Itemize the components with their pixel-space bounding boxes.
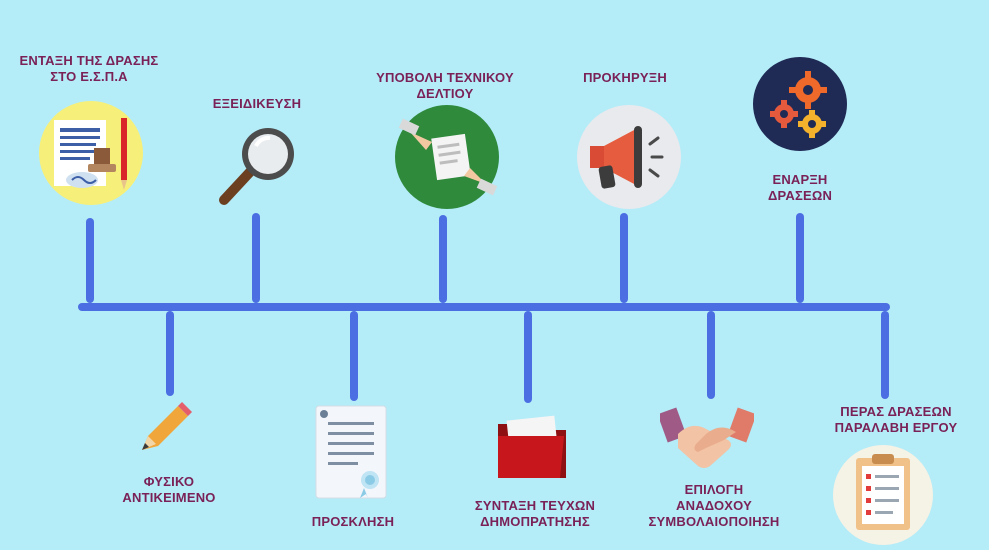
timeline-axis: [78, 303, 890, 311]
step-label-bottom-4: ΕΠΙΛΟΓΗ ΑΝΑΔΟΧΟΥ ΣΥΜΒΟΛΑΙΟΠΟΙΗΣΗ: [648, 482, 780, 529]
step-label-top-3: ΥΠΟΒΟΛΗ ΤΕΧΝΙΚΟΥ ΔΕΛΤΙΟΥ: [376, 70, 514, 101]
stem-bottom-2: [350, 311, 358, 401]
step-label-top-2: ΕΞΕΙΔΙΚΕΥΣΗ: [212, 96, 302, 111]
magnifier-icon: [219, 128, 294, 205]
stem-bottom-5: [881, 311, 889, 399]
gears-icon: [753, 57, 847, 151]
documents-stamp-icon: [39, 101, 143, 205]
step-label-top-5: ΕΝΑΡΞΗ ΔΡΑΣΕΩΝ: [767, 172, 833, 203]
stem-bottom-4: [707, 311, 715, 399]
document-handover-icon: [395, 105, 499, 209]
stem-top-3: [439, 215, 447, 303]
step-label-bottom-3: ΣΥΝΤΑΞΗ ΤΕΥΧΩΝ ΔΗΜΟΠΡΑΤΗΣΗΣ: [474, 498, 596, 529]
clipboard-checklist-icon: [833, 445, 933, 545]
step-label-top-1: ΕΝΤΑΞΗ ΤΗΣ ΔΡΑΣΗΣ ΣΤΟ Ε.Σ.Π.Α: [19, 53, 159, 84]
stem-top-2: [252, 213, 260, 303]
stem-top-1: [86, 218, 94, 303]
certificate-document-icon: [315, 405, 387, 499]
stem-top-5: [796, 213, 804, 303]
folder-icon: [498, 415, 566, 478]
stem-bottom-3: [524, 311, 532, 403]
pencil-icon: [142, 402, 192, 450]
step-label-top-4: ΠΡΟΚΗΡΥΞΗ: [583, 70, 667, 85]
step-label-bottom-2: ΠΡΟΣΚΛΗΣΗ: [311, 514, 395, 529]
megaphone-icon: [577, 105, 681, 209]
step-label-bottom-5: ΠΕΡΑΣ ΔΡΑΣΕΩΝ ΠΑΡΑΛΑΒΗ ΕΡΓΟΥ: [834, 404, 958, 435]
stem-bottom-1: [166, 311, 174, 396]
step-label-bottom-1: ΦΥΣΙΚΟ ΑΝΤΙΚΕΙΜΕΝΟ: [122, 474, 216, 505]
stem-top-4: [620, 213, 628, 303]
handshake-icon: [660, 407, 754, 468]
